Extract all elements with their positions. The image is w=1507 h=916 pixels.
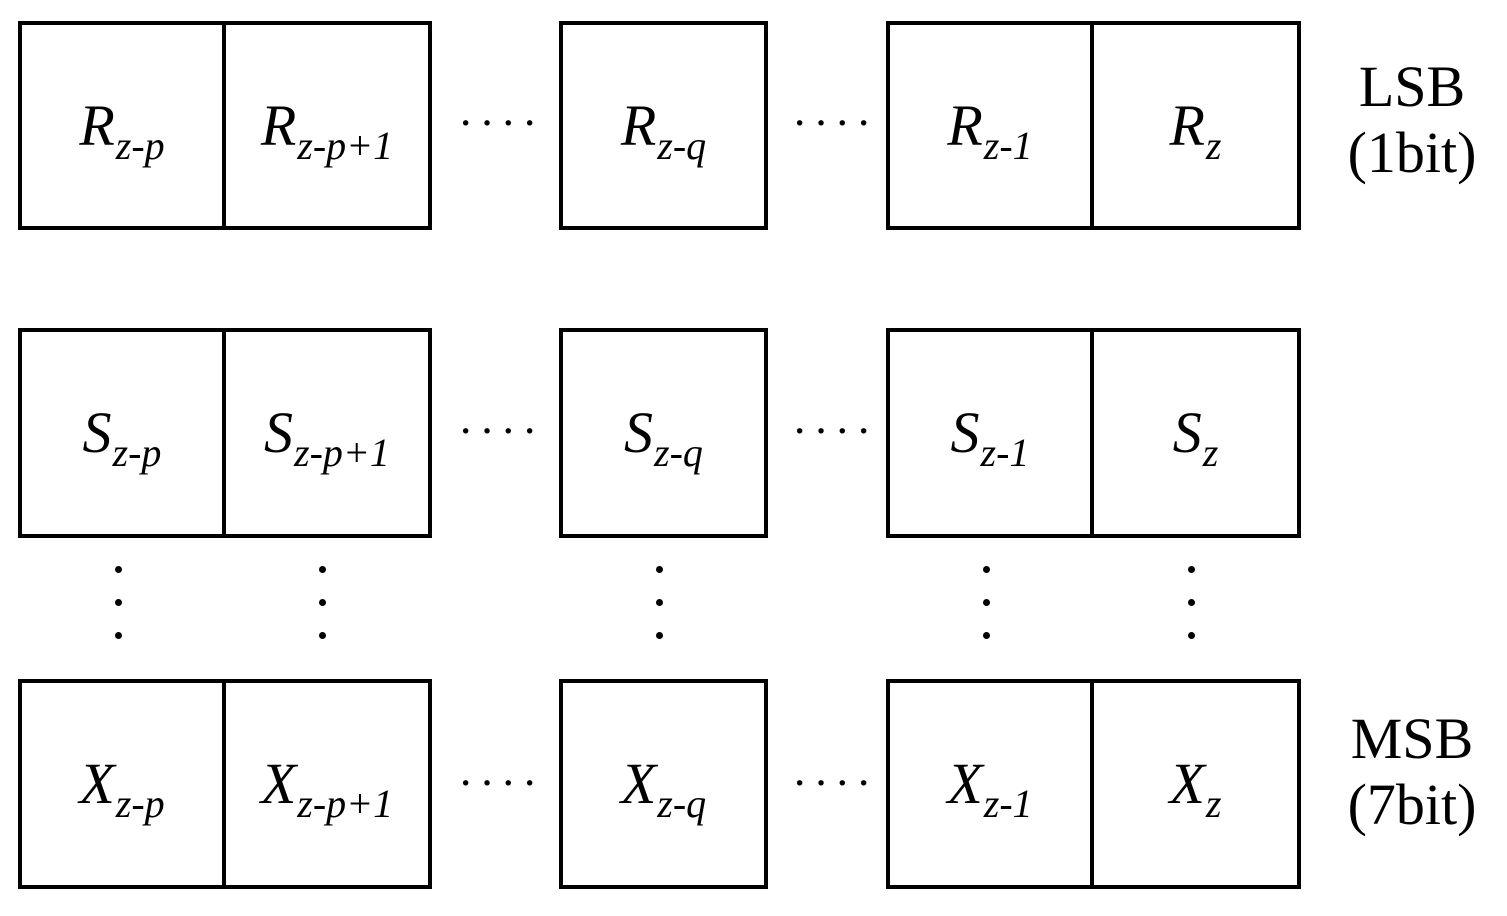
- cell-r-z: Rz: [1094, 21, 1301, 230]
- cell-s-z-p-plus-1-symbol: Sz-p+1: [264, 400, 390, 475]
- cell-r-z-p: Rz-p: [18, 21, 226, 230]
- cell-s-z-p-symbol: Sz-p: [82, 400, 162, 475]
- cell-x-z: Xz: [1094, 679, 1301, 889]
- lsb-label: LSB (1bit): [1322, 54, 1502, 186]
- row-s-ellipsis-left: ····: [458, 405, 544, 456]
- cell-s-z-q-symbol: Sz-q: [624, 400, 703, 475]
- cell-r-z-1-symbol: Rz-1: [947, 92, 1033, 168]
- row-x-ellipsis-right: ····: [792, 757, 878, 808]
- cell-r-z-p-plus-1: Rz-p+1: [226, 21, 432, 230]
- row-r-ellipsis-right: ····: [792, 97, 878, 148]
- cell-x-z-1: Xz-1: [886, 679, 1094, 889]
- cell-x-z-symbol: Xz: [1169, 751, 1222, 826]
- vertical-ellipsis-col-2: [319, 566, 327, 665]
- cell-s-z-p: Sz-p: [18, 328, 226, 538]
- cell-x-z-p: Xz-p: [18, 679, 226, 889]
- msb-label: MSB (7bit): [1322, 706, 1502, 838]
- cell-s-z-symbol: Sz: [1172, 400, 1219, 475]
- msb-label-width: (7bit): [1347, 772, 1477, 837]
- cell-x-z-q-symbol: Xz-q: [620, 751, 707, 826]
- lsb-label-width: (1bit): [1347, 120, 1477, 185]
- cell-r-z-p-plus-1-symbol: Rz-p+1: [260, 92, 394, 168]
- cell-r-z-symbol: Rz: [1169, 92, 1222, 168]
- lsb-label-title: LSB: [1358, 54, 1466, 119]
- cell-x-z-p-plus-1: Xz-p+1: [226, 679, 432, 889]
- vertical-ellipsis-col-4: [983, 566, 991, 665]
- msb-label-title: MSB: [1350, 706, 1474, 771]
- cell-x-z-p-plus-1-symbol: Xz-p+1: [260, 751, 394, 826]
- cell-x-z-1-symbol: Xz-1: [947, 751, 1033, 826]
- cell-x-z-q: Xz-q: [559, 679, 768, 889]
- row-s-ellipsis-right: ····: [792, 405, 878, 456]
- cell-r-z-p-symbol: Rz-p: [79, 92, 165, 168]
- vertical-ellipsis-col-1: [115, 566, 123, 665]
- cell-s-z: Sz: [1094, 328, 1301, 538]
- vertical-ellipsis-col-3: [656, 566, 664, 665]
- row-r-ellipsis-left: ····: [458, 97, 544, 148]
- cell-r-z-q: Rz-q: [559, 21, 768, 230]
- cell-s-z-p-plus-1: Sz-p+1: [226, 328, 432, 538]
- cell-x-z-p-symbol: Xz-p: [79, 751, 165, 826]
- cell-r-z-1: Rz-1: [886, 21, 1094, 230]
- row-x-ellipsis-left: ····: [458, 757, 544, 808]
- cell-s-z-q: Sz-q: [559, 328, 768, 538]
- vertical-ellipsis-col-5: [1188, 566, 1196, 665]
- cell-r-z-q-symbol: Rz-q: [620, 92, 707, 168]
- cell-s-z-1-symbol: Sz-1: [950, 400, 1030, 475]
- cell-s-z-1: Sz-1: [886, 328, 1094, 538]
